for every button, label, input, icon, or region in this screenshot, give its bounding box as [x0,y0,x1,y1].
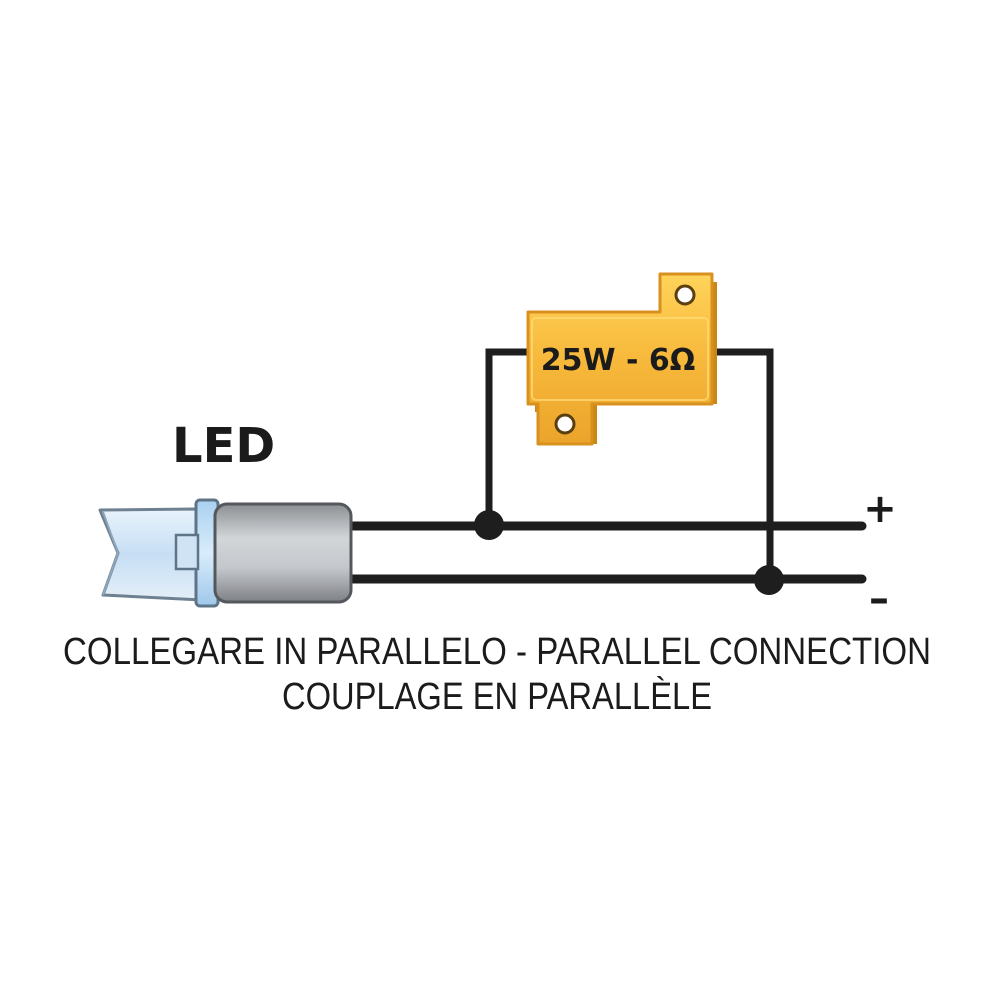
positive-terminal-sign: + [863,486,897,532]
main-wires [340,521,867,584]
junction-dot-negative [754,565,784,595]
resistor-mount-hole-bottom [554,413,576,435]
branch-wire-left [485,348,540,524]
resistor-branch-wires [485,348,774,578]
negative-terminal-sign: – [869,576,889,622]
resistor-mount-hole-top [674,284,696,306]
led-lens-fold [102,511,120,596]
resistor-face [531,317,709,401]
junction-dot-positive [474,510,504,540]
resistor: 25W - 6Ω [526,272,717,446]
resistor-rating-label: 25W - 6Ω [541,343,696,378]
led-bulb [98,498,353,608]
led-label: LED [172,418,275,474]
caption-line-2: COUPLAGE EN PARALLÈLE [282,675,712,718]
led-body [213,502,353,604]
branch-wire-right [705,348,774,578]
led-collar-tab [174,533,200,571]
resistor-body [526,272,714,446]
caption-line-1: COLLEGARE IN PARALLELO - PARALLEL CONNEC… [63,631,931,673]
